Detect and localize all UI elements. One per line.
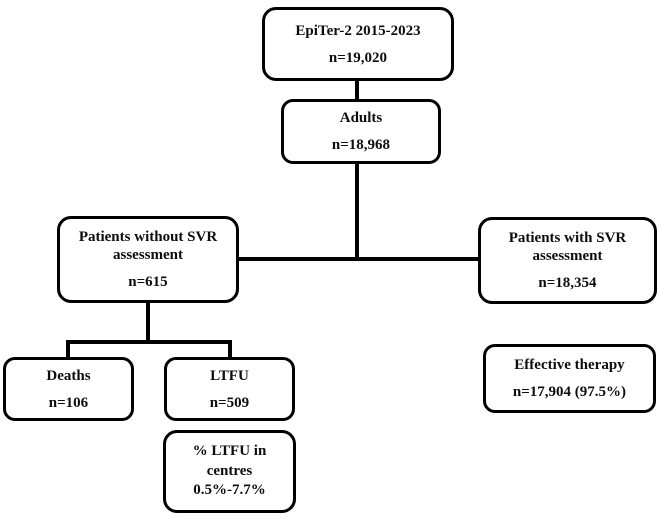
connector-deaths-stub [66, 340, 70, 358]
node-epiter: EpiTer-2 2015-2023 n=19,020 [262, 7, 454, 81]
node-patients-without-svr: Patients without SVR assessment n=615 [57, 216, 239, 303]
node-epiter-label: EpiTer-2 2015-2023 [295, 22, 421, 39]
node-patients-without-svr-label: Patients without SVR assessment [78, 229, 218, 263]
node-adults-label: Adults [339, 110, 383, 126]
node-ltfu-label: LTFU [210, 367, 249, 384]
node-patients-with-svr: Patients with SVR assessment n=18,354 [478, 217, 657, 304]
connector-adults-stem [355, 163, 359, 261]
node-deaths-label: Deaths [46, 367, 91, 384]
node-deaths: Deaths n=106 [3, 357, 134, 421]
connector-without-svr-stem [146, 302, 150, 344]
node-ltfu-value: n=509 [209, 394, 250, 411]
node-ltfu-centres-label: % LTFU in centres [192, 443, 267, 479]
node-effective-therapy-label: Effective therapy [514, 357, 625, 373]
connector-deaths-ltfu-branch [66, 340, 232, 344]
node-effective-therapy-value: n=17,904 (97.5%) [512, 384, 627, 400]
node-adults: Adults n=18,968 [281, 99, 441, 164]
node-ltfu: LTFU n=509 [164, 357, 295, 421]
node-patients-without-svr-value: n=615 [128, 274, 168, 290]
node-ltfu-centres-value: 0.5%-7.7% [193, 482, 266, 499]
node-effective-therapy: Effective therapy n=17,904 (97.5%) [483, 344, 656, 413]
connector-epiter-adults [355, 80, 359, 100]
connector-ltfu-stub [228, 340, 232, 358]
node-patients-with-svr-value: n=18,354 [538, 275, 597, 291]
node-epiter-value: n=19,020 [328, 49, 388, 66]
node-ltfu-centres-range: % LTFU in centres 0.5%-7.7% [163, 430, 296, 513]
connector-svr-branch [239, 257, 479, 261]
node-patients-with-svr-label: Patients with SVR assessment [508, 230, 627, 264]
node-deaths-value: n=106 [48, 394, 89, 411]
node-adults-value: n=18,968 [331, 137, 391, 153]
